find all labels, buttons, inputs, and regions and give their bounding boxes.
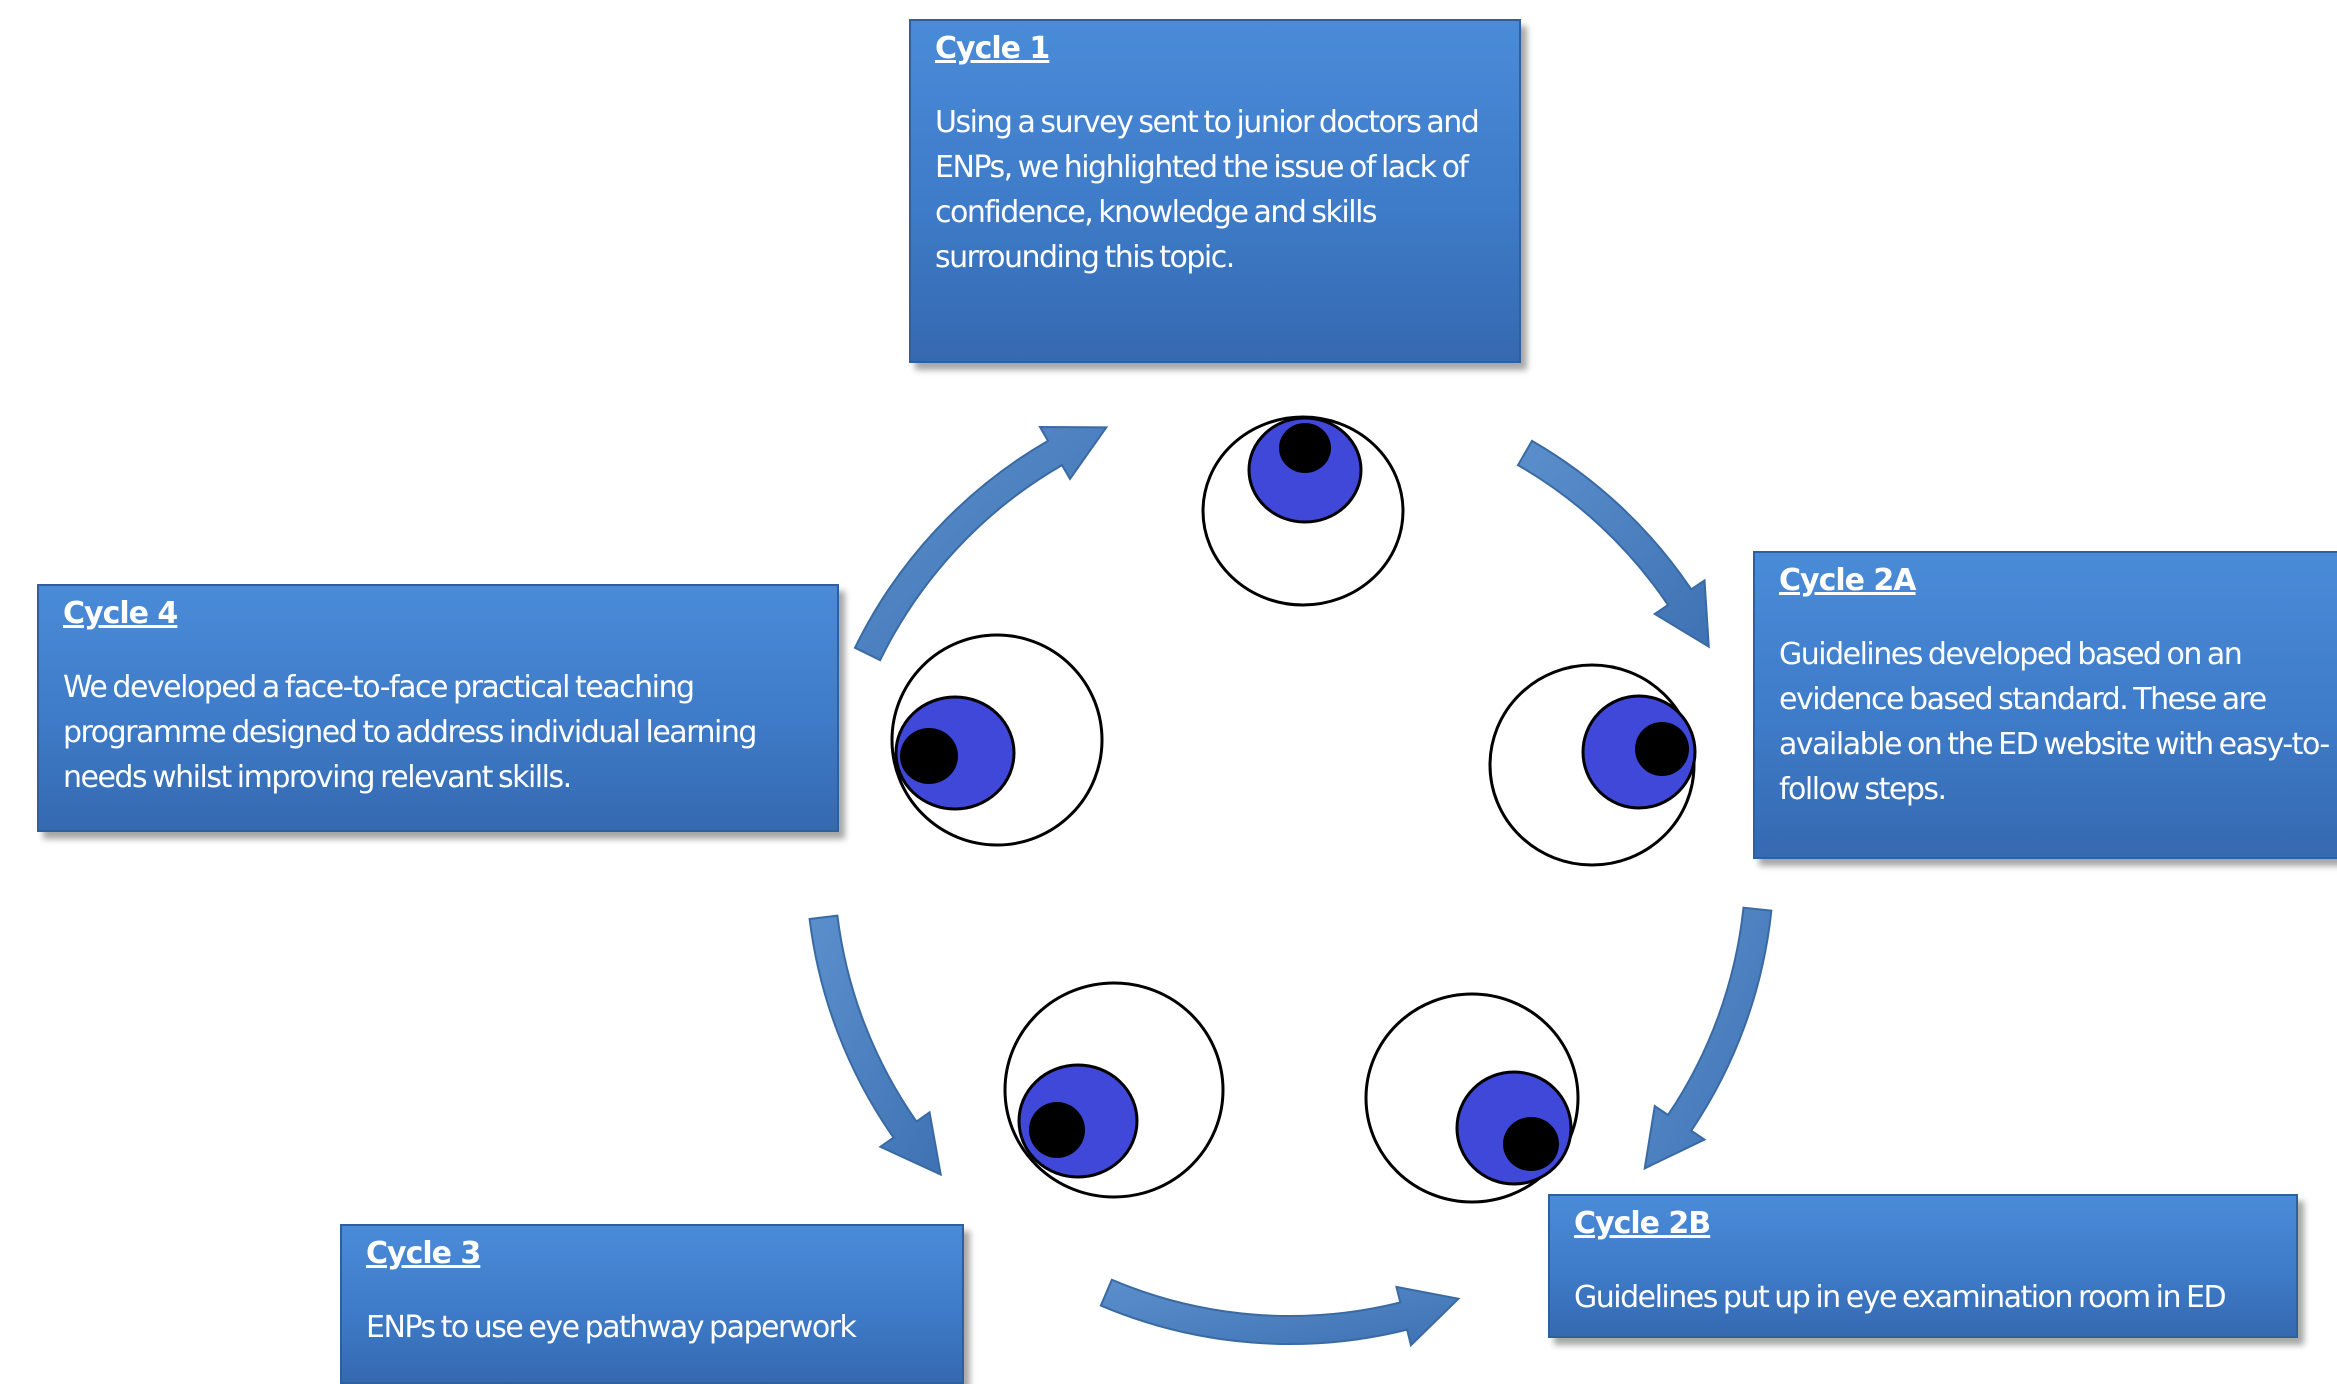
cycle-1-box: Cycle 1 Using a survey sent to junior do…: [909, 19, 1521, 363]
arrows-group: [808, 425, 1773, 1348]
eye-bottom-left-icon: [1003, 981, 1225, 1199]
cycle-2a-box: Cycle 2A Guidelines developed based on a…: [1753, 551, 2337, 859]
cycle-1-title: Cycle 1: [935, 31, 1050, 66]
eye-bottom-right-icon: [1364, 992, 1580, 1204]
arrow-top-left-icon: [853, 425, 1109, 662]
cycle-2a-title: Cycle 2A: [1779, 563, 1917, 598]
eye-top-pupil: [1279, 423, 1331, 473]
cycle-3-title: Cycle 3: [366, 1236, 481, 1271]
cycle-2b-box: Cycle 2B Guidelines put up in eye examin…: [1548, 1194, 2298, 1338]
cycle-4-title: Cycle 4: [63, 596, 178, 631]
eye-left-pupil: [900, 728, 958, 784]
arrow-left-icon: [808, 914, 943, 1177]
cycle-3-text: ENPs to use eye pathway paperwork: [366, 1310, 857, 1345]
cycle-2b-text: Guidelines put up in eye examination roo…: [1574, 1280, 2227, 1315]
cycle-2a-text-line-4: follow steps.: [1779, 772, 1947, 807]
eye-right-icon: [1488, 663, 1697, 867]
eye-bottom-right-pupil: [1503, 1117, 1559, 1171]
arrow-bottom-icon: [1099, 1278, 1461, 1348]
eye-top-icon: [1201, 415, 1405, 607]
arrow-top-right-icon: [1516, 439, 1710, 649]
cycle-3-box: Cycle 3 ENPs to use eye pathway paperwor…: [340, 1224, 964, 1384]
cycle-4-text: We developed a face-to-face practical te…: [63, 670, 757, 795]
cycle-2a-text-line-1: Guidelines developed based on an: [1779, 637, 2243, 672]
eye-right-pupil: [1635, 722, 1689, 776]
cycle-2b-title: Cycle 2B: [1574, 1206, 1711, 1241]
arrow-right-icon: [1643, 906, 1773, 1171]
eyes-group: [890, 415, 1697, 1204]
cycle-2a-text-line-2: evidence based standard. These are: [1779, 682, 2267, 717]
cycle-2a-text-line-3: available on the ED website with easy-to…: [1779, 727, 2330, 762]
eye-left-icon: [890, 633, 1104, 847]
cycle-4-box: Cycle 4 We developed a face-to-face prac…: [37, 584, 839, 832]
cycle-1-text: Using a survey sent to junior doctors an…: [935, 105, 1480, 275]
eye-bottom-left-pupil: [1029, 1102, 1085, 1158]
